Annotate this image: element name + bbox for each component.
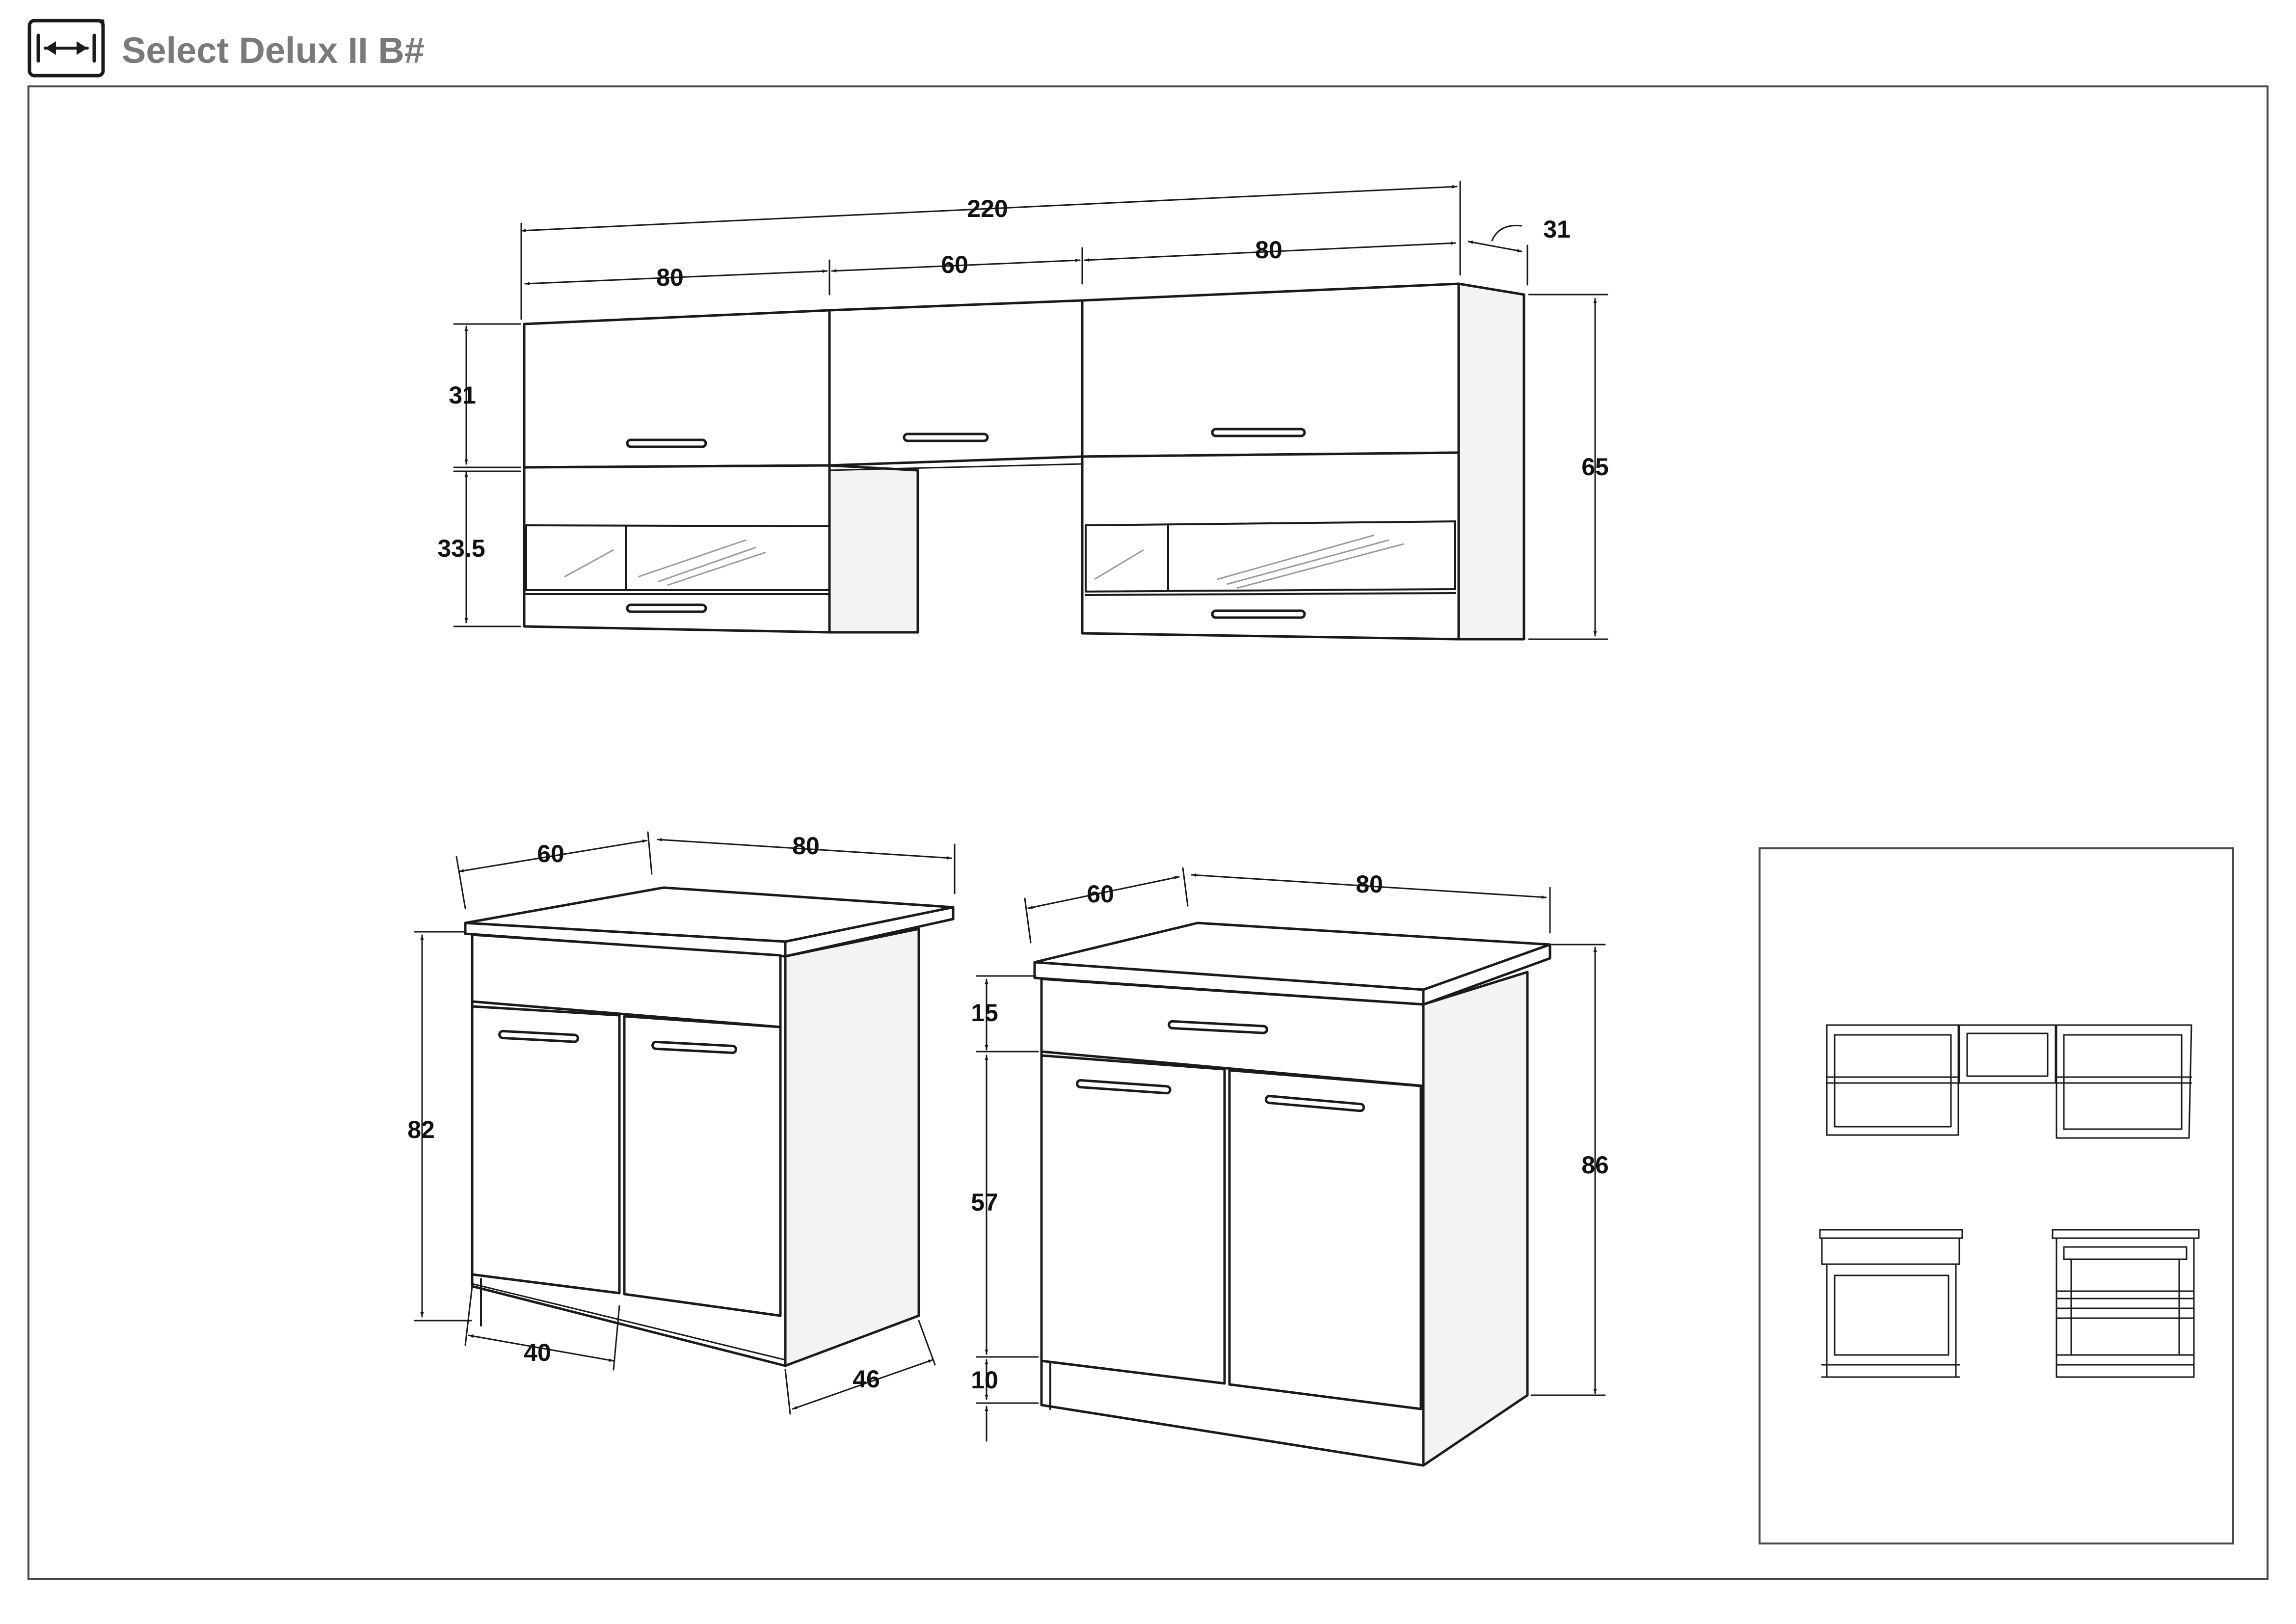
wall-cabinet-side-panel: [1457, 282, 1525, 641]
handle-middle: [903, 433, 989, 442]
dim-wall-mid: 60: [941, 251, 968, 278]
dim-base2-drawer: 15: [971, 999, 998, 1027]
dim-base1-width: 80: [792, 832, 820, 860]
width-arrows-icon: [27, 19, 105, 78]
page-title: Select Delux II B#: [122, 30, 425, 71]
dim-base1-height: 82: [407, 1116, 435, 1143]
base2-handle-left: [1075, 1079, 1172, 1095]
base1-door-right: [623, 1015, 782, 1317]
base1-handle-left: [498, 1029, 579, 1043]
header: Select Delux II B#: [27, 19, 425, 78]
dim-wall-total: 220: [967, 195, 1008, 222]
base1-side: [784, 927, 920, 1367]
base1-dimension-lines: [414, 831, 956, 1415]
dim-wall-depth: 31: [1543, 216, 1571, 243]
dim-base2-doors: 57: [971, 1189, 998, 1216]
dim-wall-right: 80: [1255, 236, 1282, 264]
preview-base-unit-1: [1819, 1229, 1963, 1378]
dim-base2-depth: 60: [1087, 880, 1114, 908]
base2-side: [1422, 971, 1529, 1467]
base2-drawer-handle: [1168, 1020, 1268, 1034]
dim-wall-lower-height: 33.5: [437, 535, 485, 562]
dim-wall-left: 80: [656, 264, 684, 291]
base2-handle-right: [1264, 1095, 1365, 1112]
base1-door-left: [471, 1005, 621, 1295]
dim-base1-body-depth: 46: [853, 1365, 880, 1393]
base1-dimension-labels: 60 80 82 40 46: [407, 832, 880, 1393]
dim-base2-plinth: 10: [971, 1366, 998, 1394]
drawing-frame: [27, 85, 2269, 1580]
base2-door-right: [1228, 1069, 1422, 1410]
handle-left-upper: [626, 438, 707, 448]
preview-wall-units: [1826, 1024, 2192, 1139]
dim-base1-door: 40: [524, 1339, 551, 1366]
handle-left-lower: [626, 603, 707, 613]
base-cabinet-2: [1033, 921, 1551, 1467]
base2-dimension-labels: 60 80 15 57 10 86: [971, 870, 1609, 1394]
base2-dimension-lines: [976, 867, 1606, 1442]
dim-wall-total-height: 65: [1581, 453, 1609, 481]
preview-base-unit-2: [2052, 1229, 2200, 1378]
preview-panel: [1759, 847, 2234, 1544]
base-cabinet-1: [464, 886, 955, 1367]
dim-wall-upper-height: 31: [449, 381, 476, 409]
base1-handle-right: [651, 1040, 737, 1055]
dim-base2-height: 86: [1581, 1151, 1609, 1179]
dim-base1-depth: 60: [537, 840, 564, 867]
dim-base2-width: 80: [1356, 870, 1383, 898]
base2-door-left: [1040, 1054, 1226, 1385]
handle-right-upper: [1211, 428, 1306, 437]
wall-dimension-lines: [453, 181, 1608, 640]
wall-dimension-labels: 220 80 60 80 31 31 33.5 65: [437, 195, 1608, 562]
handle-right-lower: [1211, 609, 1306, 619]
wall-cabinet-set: [523, 282, 1525, 641]
